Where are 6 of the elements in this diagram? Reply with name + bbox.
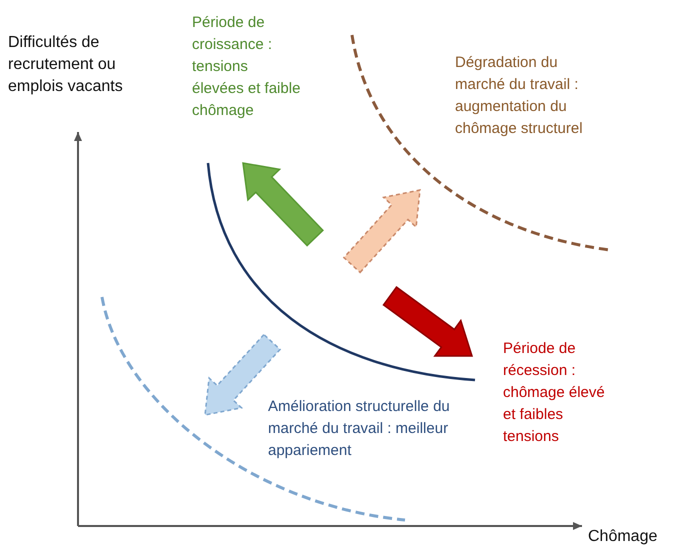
axis-title: Chômage xyxy=(588,527,658,547)
axis-title: Difficultés de recrutement ou emplois vacants xyxy=(8,33,124,97)
annotation-text: Période de récession : chômage élevé et faibles tensions xyxy=(503,339,606,447)
annotation-text: Amélioration structurelle du marché du travail : meilleur appariement xyxy=(268,397,451,461)
annotation-text: Dégradation du marché du travail : augmentation du chômage structurel xyxy=(455,53,584,139)
annotation-text: Période de croissance : tensions élevées et faible chômage xyxy=(192,13,302,121)
